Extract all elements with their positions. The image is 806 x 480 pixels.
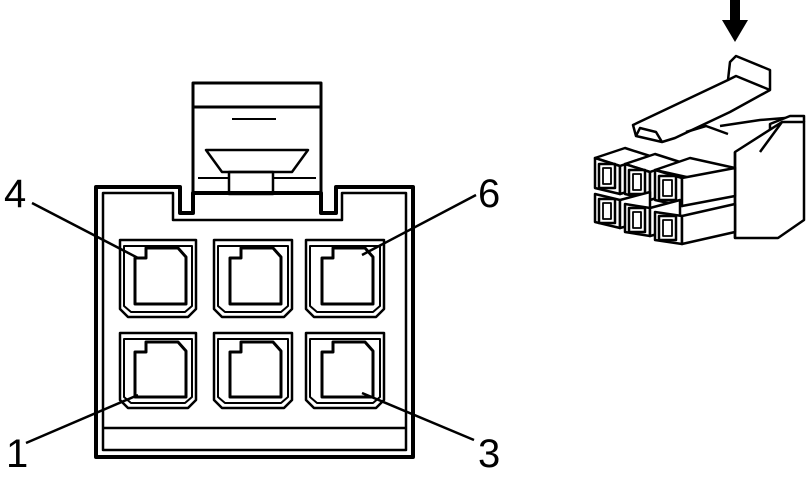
pin-cavity-6 bbox=[304, 238, 386, 319]
pin-cavity-3 bbox=[304, 331, 386, 410]
iso-cavity-top-3 bbox=[653, 156, 737, 208]
pin-cavity-1 bbox=[118, 331, 198, 410]
latch-lever bbox=[631, 54, 772, 144]
leader-line-3 bbox=[361, 391, 475, 442]
leader-line-1 bbox=[25, 393, 139, 445]
pin-label-4: 4 bbox=[4, 172, 26, 216]
iso-cavity-bottom-3 bbox=[653, 202, 737, 246]
connector-isometric-view bbox=[593, 0, 806, 246]
arrow-down-icon bbox=[722, 0, 748, 42]
pin-label-1: 1 bbox=[6, 432, 28, 476]
pin-cavity-5 bbox=[212, 238, 294, 319]
pin-cavity-4 bbox=[118, 238, 198, 319]
leader-line-4 bbox=[31, 201, 139, 260]
housing-outline bbox=[94, 185, 415, 459]
pin-label-6: 6 bbox=[478, 172, 500, 216]
latch-tab bbox=[191, 81, 323, 195]
pin-label-3: 3 bbox=[478, 432, 500, 476]
connector-front-view bbox=[25, 81, 477, 459]
pin-cavity-2 bbox=[212, 331, 294, 410]
leader-line-6 bbox=[361, 193, 477, 257]
